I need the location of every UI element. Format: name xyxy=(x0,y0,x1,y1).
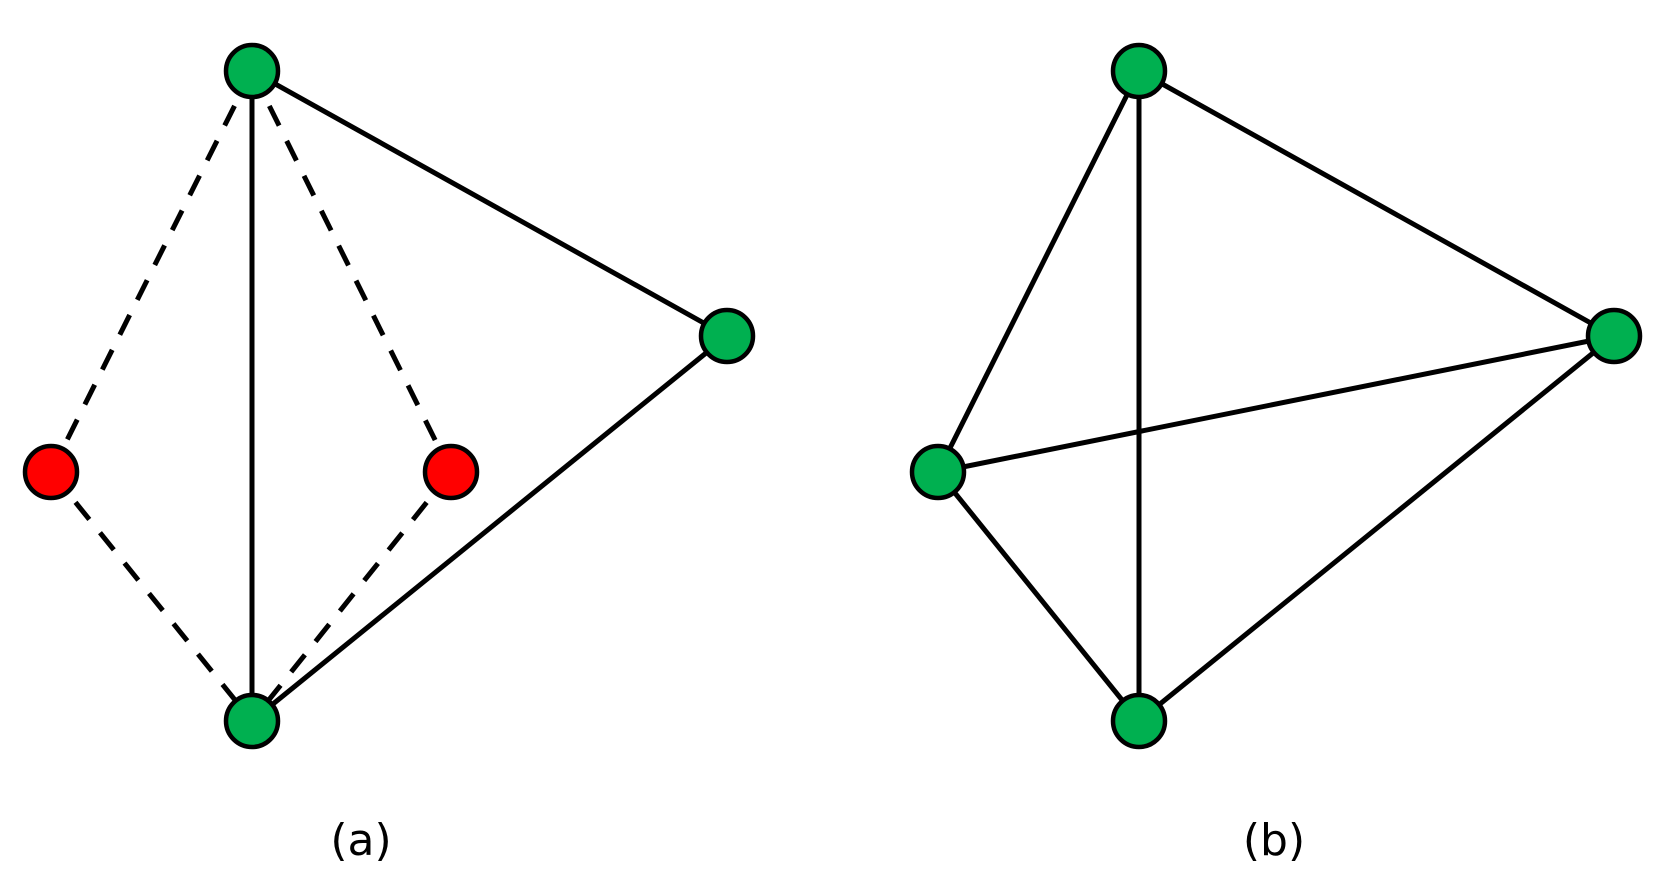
node-a-left-red xyxy=(22,443,80,501)
panel-a-caption: (a) xyxy=(330,815,391,866)
node-a-bottom xyxy=(223,692,281,750)
node-b-right xyxy=(1585,307,1643,365)
edge-a-top-a-right xyxy=(250,68,729,339)
node-b-bottom xyxy=(1110,692,1168,750)
edge-b-right-b-bottom xyxy=(1137,334,1616,723)
edge-a-top-a-left-red xyxy=(48,69,255,474)
edge-b-left-b-right xyxy=(937,333,1615,475)
node-b-left xyxy=(909,443,967,501)
edge-b-left-b-bottom xyxy=(936,470,1141,723)
node-a-right xyxy=(698,307,756,365)
panel-a: (a) xyxy=(22,42,756,866)
panel-b-nodes xyxy=(909,42,1643,750)
edge-a-right-a-bottom xyxy=(250,334,729,723)
panel-b: (b) xyxy=(909,42,1643,866)
node-b-top xyxy=(1110,42,1168,100)
edge-b-left-b-top xyxy=(935,69,1142,474)
edge-a-mid-red-a-bottom xyxy=(250,470,453,723)
node-a-mid-red xyxy=(422,443,480,501)
panel-b-caption: (b) xyxy=(1243,815,1305,866)
panel-b-edges xyxy=(935,68,1616,723)
node-a-top xyxy=(223,42,281,100)
edge-a-top-a-mid-red xyxy=(249,69,454,474)
edge-a-left-red-a-bottom xyxy=(49,470,254,723)
panel-a-edges xyxy=(48,68,729,723)
panel-a-nodes xyxy=(22,42,756,750)
edge-b-top-b-right xyxy=(1137,68,1616,339)
